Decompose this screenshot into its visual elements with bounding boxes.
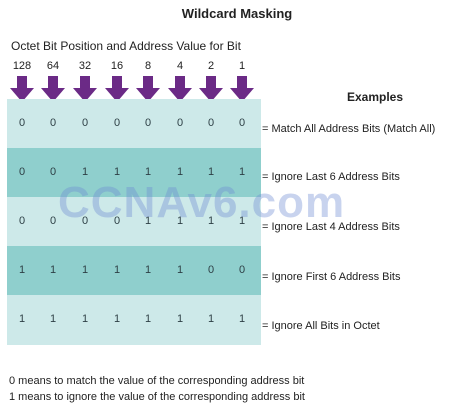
mask-bit: 0	[113, 215, 121, 227]
mask-row: 0 0 0 0 1 1 1 1	[7, 197, 261, 246]
bit-position-labels: 128 64 32 16 8 4 2 1	[0, 60, 280, 76]
bit-arrows	[0, 76, 280, 102]
legend-line-ignore: 1 means to ignore the value of the corre…	[9, 391, 305, 403]
down-arrow-icon	[230, 76, 254, 102]
mask-row: 0 0 0 0 0 0 0 0	[7, 99, 261, 148]
down-arrow-icon	[73, 76, 97, 102]
mask-bit: 1	[207, 166, 215, 178]
mask-bit: 0	[81, 215, 89, 227]
down-arrow-icon	[41, 76, 65, 102]
mask-bit: 1	[81, 264, 89, 276]
mask-bit: 0	[238, 117, 246, 129]
bit-position-label: 32	[78, 60, 92, 72]
mask-bit: 1	[207, 215, 215, 227]
mask-bit: 1	[238, 313, 246, 325]
mask-bit: 1	[113, 264, 121, 276]
mask-bit: 1	[81, 313, 89, 325]
bit-position-label: 64	[46, 60, 60, 72]
mask-bit: 1	[113, 313, 121, 325]
mask-bit: 1	[81, 166, 89, 178]
mask-row: 1 1 1 1 1 1 1 1	[7, 295, 261, 345]
mask-bit: 1	[49, 313, 57, 325]
down-arrow-icon	[10, 76, 34, 102]
row-description: = Ignore First 6 Address Bits	[262, 271, 401, 283]
bit-position-label: 1	[238, 60, 246, 72]
mask-bit: 1	[176, 166, 184, 178]
mask-bit: 0	[49, 117, 57, 129]
mask-bit: 1	[176, 215, 184, 227]
mask-bit: 0	[18, 215, 26, 227]
mask-row: 0 0 1 1 1 1 1 1	[7, 148, 261, 197]
mask-bit: 0	[18, 166, 26, 178]
examples-header: Examples	[347, 90, 404, 104]
mask-bit: 0	[49, 166, 57, 178]
mask-row: 1 1 1 1 1 1 0 0	[7, 246, 261, 295]
mask-bit: 0	[238, 264, 246, 276]
down-arrow-icon	[168, 76, 192, 102]
legend-line-match: 0 means to match the value of the corres…	[9, 375, 305, 387]
wildcard-mask-table: 0 0 0 0 0 0 0 0 0 0 1 1 1 1 1 1 0 0 0 0 1 1 1 1 1 1 1 1 1 1 0 0 1 1 1 1 1 1 1 1	[7, 99, 261, 345]
row-description: = Ignore Last 4 Address Bits	[262, 221, 400, 233]
diagram-title: Wildcard Masking	[181, 6, 293, 21]
bit-position-label: 2	[207, 60, 215, 72]
mask-bit: 1	[144, 264, 152, 276]
down-arrow-icon	[199, 76, 223, 102]
mask-bit: 1	[176, 264, 184, 276]
bit-position-label: 4	[176, 60, 184, 72]
row-description: = Ignore Last 6 Address Bits	[262, 171, 400, 183]
down-arrow-icon	[105, 76, 129, 102]
mask-bit: 1	[207, 313, 215, 325]
mask-bit: 1	[144, 215, 152, 227]
mask-bit: 1	[18, 313, 26, 325]
mask-bit: 0	[49, 215, 57, 227]
mask-bit: 0	[176, 117, 184, 129]
mask-bit: 1	[176, 313, 184, 325]
mask-bit: 0	[81, 117, 89, 129]
mask-bit: 1	[238, 166, 246, 178]
down-arrow-icon	[136, 76, 160, 102]
mask-bit: 0	[18, 117, 26, 129]
mask-bit: 0	[207, 117, 215, 129]
bit-position-label: 8	[144, 60, 152, 72]
bit-position-label: 128	[12, 60, 32, 72]
mask-bit: 1	[18, 264, 26, 276]
mask-bit: 1	[113, 166, 121, 178]
mask-bit: 0	[113, 117, 121, 129]
diagram-subtitle: Octet Bit Position and Address Value for…	[11, 39, 241, 53]
bit-position-label: 16	[110, 60, 124, 72]
mask-bit: 1	[144, 313, 152, 325]
mask-bit: 1	[144, 166, 152, 178]
row-description: = Ignore All Bits in Octet	[262, 320, 380, 332]
mask-bit: 0	[144, 117, 152, 129]
mask-bit: 1	[49, 264, 57, 276]
mask-bit: 0	[207, 264, 215, 276]
row-description: = Match All Address Bits (Match All)	[262, 123, 436, 135]
mask-bit: 1	[238, 215, 246, 227]
